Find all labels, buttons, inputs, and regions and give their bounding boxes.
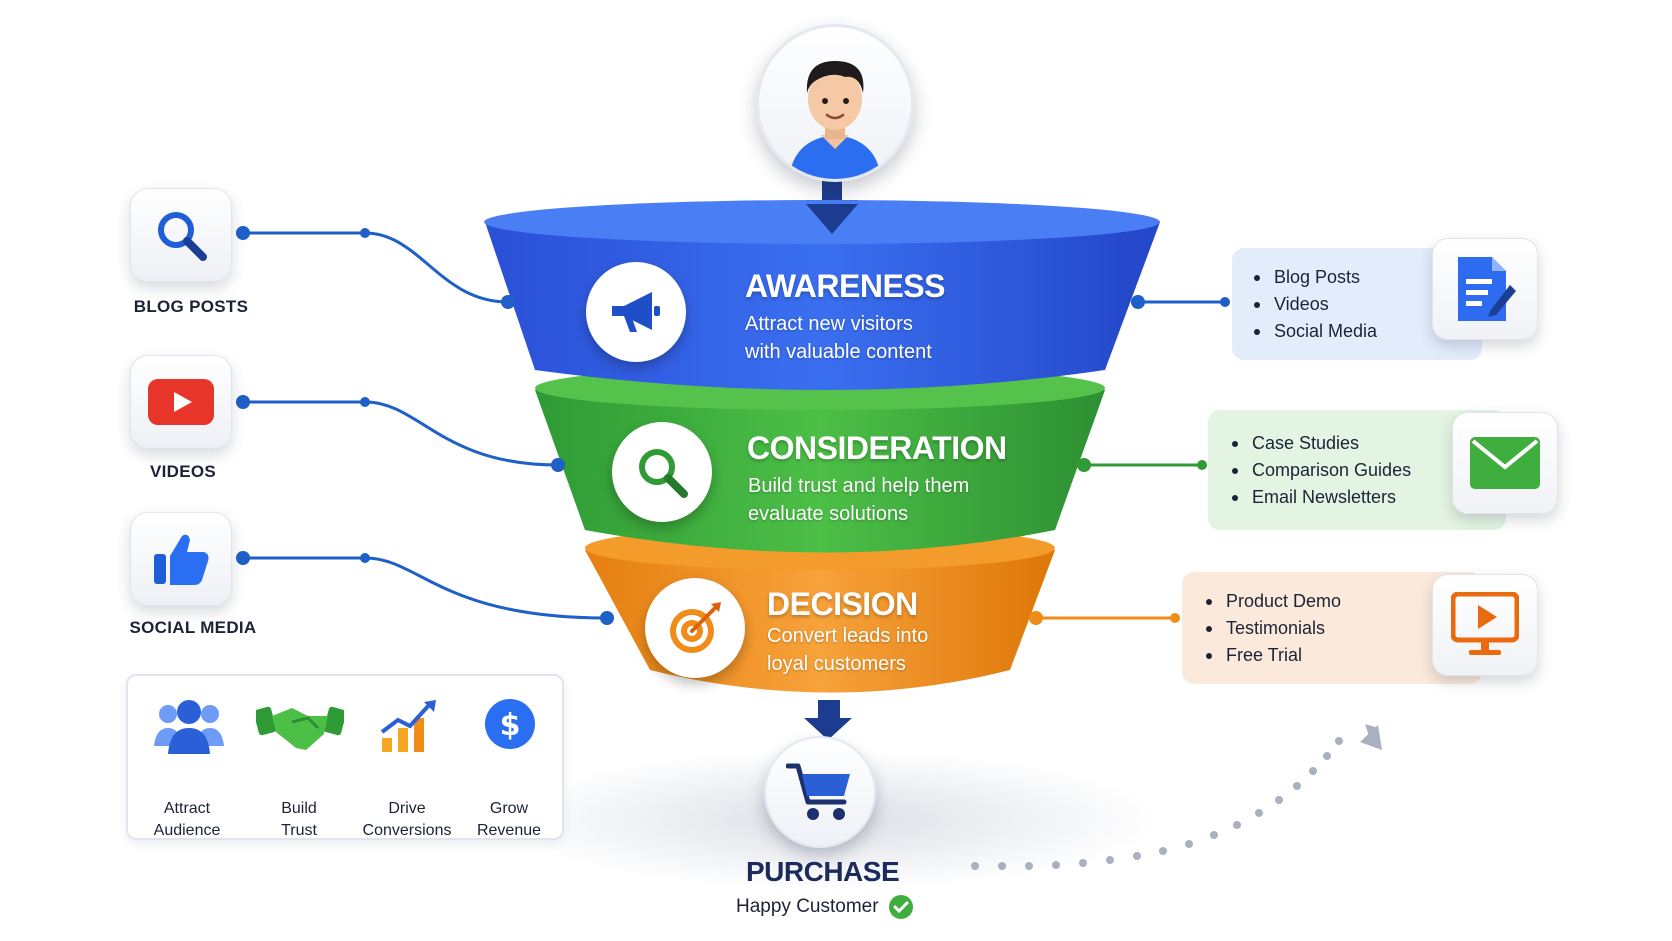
goal-label-attract: Attract Audience — [132, 798, 242, 842]
channel-tile-social-media — [130, 512, 232, 606]
stage-desc-consideration-line2: evaluate solutions — [748, 503, 909, 525]
dollar-icon: $ — [485, 699, 535, 749]
stage-desc-consideration-line1: Build trust and help them — [748, 475, 970, 497]
wire-dot — [600, 611, 614, 625]
wire-dot — [360, 397, 370, 407]
search-icon — [639, 449, 688, 498]
growth-chart-icon — [380, 700, 436, 752]
left-wires — [243, 231, 608, 620]
cart-icon — [786, 763, 850, 820]
card-decision-list: Product Demo Testimonials Free Trial — [1182, 572, 1482, 669]
card-icon-consideration — [1452, 412, 1558, 514]
card-icon-decision — [1432, 574, 1538, 676]
wire-dot — [1131, 295, 1145, 309]
purchase-subtitle-row: Happy Customer — [736, 895, 936, 924]
wire-dot — [551, 458, 565, 472]
megaphone-icon — [612, 292, 660, 332]
wire-dot — [1220, 297, 1230, 307]
goal-label-line2: Audience — [153, 822, 221, 839]
wire-videos — [243, 400, 559, 467]
arrow-head-bottom — [804, 718, 852, 740]
wire-dot — [501, 295, 515, 309]
document-edit-icon — [1458, 257, 1516, 321]
stage-desc-awareness: Attract new visitors with valuable conte… — [745, 310, 1005, 366]
check-circle-icon — [889, 895, 913, 919]
list-item: Comparison Guides — [1232, 457, 1506, 484]
svg-text:$: $ — [500, 708, 521, 743]
stage-desc-awareness-line1: Attract new visitors — [745, 313, 913, 335]
stage-title-decision: DECISION — [767, 586, 918, 622]
stage-desc-awareness-line2: with valuable content — [745, 341, 932, 363]
wire-dot — [360, 553, 370, 563]
search-icon — [158, 212, 207, 261]
stage-desc-decision-line2: loyal customers — [767, 653, 906, 675]
card-awareness-list: Blog Posts Videos Social Media — [1232, 248, 1482, 345]
goal-label-line2: Trust — [281, 822, 317, 839]
email-icon — [1470, 437, 1540, 489]
wire-blog — [243, 231, 509, 304]
list-item: Blog Posts — [1254, 264, 1482, 291]
arrow-head-top-overlay — [806, 204, 858, 234]
wire-dot — [1197, 460, 1207, 470]
dotted-return-arc — [971, 737, 1343, 870]
wire-dot — [360, 228, 370, 238]
goal-label-line1: Attract — [163, 800, 211, 817]
target-icon — [670, 602, 721, 653]
stage-icon-decision — [645, 578, 745, 678]
purchase-subtitle: Happy Customer — [736, 896, 879, 917]
card-icon-awareness — [1432, 238, 1538, 340]
goal-label-line1: Drive — [388, 800, 426, 817]
stage-icon-awareness — [586, 262, 686, 362]
thumbs-up-icon — [154, 534, 209, 585]
goal-label-trust: Build Trust — [244, 798, 354, 842]
goal-label-line1: Build — [281, 800, 317, 817]
list-item: Email Newsletters — [1232, 484, 1506, 511]
stage-icon-consideration — [612, 422, 712, 522]
people-icon — [154, 700, 224, 754]
wire-dot — [236, 395, 250, 409]
list-item: Free Trial — [1206, 642, 1482, 669]
customer-avatar — [756, 24, 914, 182]
list-item: Case Studies — [1232, 430, 1506, 457]
goal-label-conversions: Drive Conversions — [352, 798, 462, 842]
arrow-shaft-bottom — [818, 700, 840, 720]
goal-label-line1: Grow — [489, 800, 529, 817]
card-consideration-list: Case Studies Comparison Guides Email New… — [1208, 410, 1506, 511]
goal-label-revenue: Grow Revenue — [454, 798, 564, 842]
channel-label-blog-posts: BLOG POSTS — [133, 297, 249, 316]
card-awareness-content: Blog Posts Videos Social Media — [1232, 248, 1482, 360]
stage-desc-decision: Convert leads into loyal customers — [767, 622, 1027, 678]
monitor-play-icon — [1451, 592, 1519, 655]
handshake-icon — [256, 706, 344, 750]
channel-label-videos: VIDEOS — [149, 462, 217, 481]
wire-dot — [1170, 613, 1180, 623]
arrow-shaft-top — [822, 178, 842, 202]
list-item: Videos — [1254, 291, 1482, 318]
channel-tile-videos — [130, 355, 232, 449]
stage-title-consideration: CONSIDERATION — [747, 430, 1007, 466]
stage-title-awareness: AWARENESS — [745, 268, 945, 304]
list-item: Product Demo — [1206, 588, 1482, 615]
arc-arrow-head-solid — [1360, 725, 1382, 750]
stage-desc-decision-line1: Convert leads into — [767, 625, 929, 647]
list-item: Testimonials — [1206, 615, 1482, 642]
goal-label-line2: Revenue — [476, 822, 542, 839]
channel-tile-blog-posts — [130, 188, 232, 282]
goals-panel: Attract Audience Build Trust Drive Conve… — [126, 674, 564, 840]
wire-social — [243, 556, 608, 620]
wire-dot — [1029, 611, 1043, 625]
goal-label-line2: Conversions — [362, 822, 452, 839]
list-item: Social Media — [1254, 318, 1482, 345]
wire-dot — [1077, 458, 1091, 472]
channel-label-social-media: SOCIAL MEDIA — [129, 618, 257, 637]
person-icon — [789, 61, 881, 179]
wire-dot — [236, 226, 250, 240]
play-icon — [148, 379, 214, 425]
purchase-title: PURCHASE — [746, 856, 900, 887]
purchase-cart-circle — [764, 736, 876, 848]
stage-desc-consideration: Build trust and help them evaluate solut… — [748, 472, 1008, 528]
wire-dot — [236, 551, 250, 565]
